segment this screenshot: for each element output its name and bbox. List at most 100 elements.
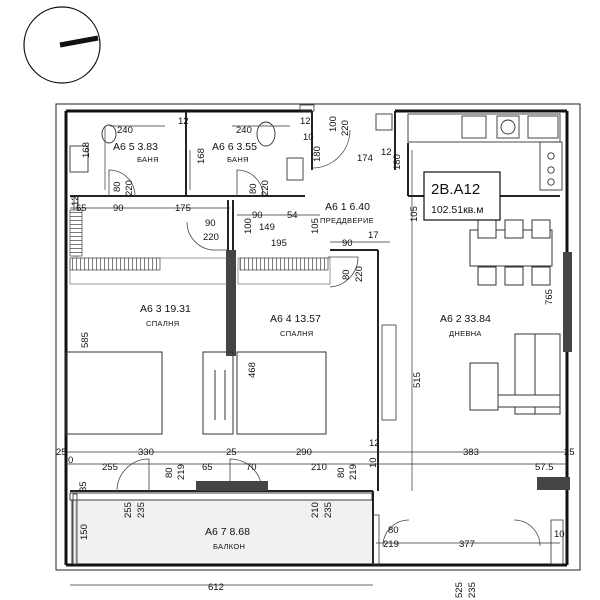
dim-label: 105 [409,206,420,222]
balcony-rail [69,492,373,565]
room-title-balcony: A6 7 8.68 [205,526,250,538]
dim-label: 80 [388,525,399,536]
room-title-hall: A6 1 6.40 [325,201,370,213]
dim-label: 10 [554,529,565,540]
dim-label: 80 [164,467,175,478]
dimension-lines [66,125,567,586]
dim-label: 585 [80,332,91,348]
dim-label: 90 [205,218,216,229]
dim-label: 219 [176,464,187,480]
unit-label-box: 2B.A12 102.51кв.м [423,171,501,221]
dim-label: 168 [81,142,92,158]
dim-label: 220 [203,232,219,243]
dimension-labels: 240 12 240 12 168 168 80 220 80 220 10 1… [56,116,575,598]
dim-label: 219 [383,539,399,550]
dim-label: 219 [348,464,359,480]
room-label-bedroom-2: СПАЛНЯ [280,329,314,338]
dim-label: 25 [56,447,67,458]
room-title-living: A6 2 33.84 [440,313,491,325]
dim-label: 383 [463,447,479,458]
dim-label: 515 [412,372,423,388]
room-label-hall: ПРЕДДВЕРИЕ [320,216,374,225]
dim-label: 12 [369,438,380,449]
door-swings [108,129,541,547]
dim-label: 612 [208,582,224,593]
dim-label: 240 [236,125,252,136]
dim-label: 105 [310,218,321,234]
dim-label: 0 [68,455,73,466]
room-title-bedroom-1: A6 3 19.31 [140,303,191,315]
dim-label: 220 [124,180,135,196]
dim-label: 80 [112,181,123,192]
dim-label: 80 [336,467,347,478]
unit-area: 102.51кв.м [431,204,483,216]
dim-label: 220 [260,180,271,196]
dim-label: 25 [564,447,575,458]
kitchen-counter [407,113,563,191]
dim-label: 290 [296,447,312,458]
dim-label: 10 [368,457,379,468]
dim-label: 65 [202,462,213,473]
room-title-bath-1: A6 5 3.83 [113,141,158,153]
dim-label: 180 [392,154,403,170]
dim-label: 210 [310,502,321,518]
dim-label: 54 [287,210,298,221]
dim-label: 525 [454,582,465,598]
dim-label: 174 [357,153,373,164]
dim-label: 255 [123,502,134,518]
dim-label: 12 [70,195,81,206]
dim-label: 80 [248,183,259,194]
dim-label: 90 [252,210,263,221]
dim-label: 150 [79,524,90,540]
dim-label: 25 [226,447,237,458]
dim-label: 70 [246,462,257,473]
room-label-bath-1: БАНЯ [137,155,159,164]
sheet-frame [55,103,581,571]
beds [65,351,327,435]
dim-label: 240 [117,125,133,136]
bathroom-fixtures [69,113,393,181]
dim-label: 175 [175,203,191,214]
dim-label: 235 [323,502,334,518]
dim-label: 195 [271,238,287,249]
dim-label: 100 [243,218,254,234]
dim-label: 90 [113,203,124,214]
unit-code: 2B.A12 [431,181,480,198]
dim-label: 330 [138,447,154,458]
room-label-bath-2: БАНЯ [227,155,249,164]
room-label-balcony: БАЛКОН [213,542,245,551]
dim-label: 168 [196,148,207,164]
room-label-bedroom-1: СПАЛНЯ [146,319,180,328]
dim-label: 90 [342,238,353,249]
dim-label: 765 [544,289,555,305]
dim-label: 35 [78,481,89,492]
dim-label: 255 [102,462,118,473]
dim-label: 210 [311,462,327,473]
balcony-floor [70,491,373,565]
room-title-bedroom-2: A6 4 13.57 [270,313,321,325]
dim-label: 149 [259,222,275,233]
dim-label: 100 [328,116,339,132]
living-furniture [469,219,561,415]
dim-label: 10 [303,132,314,143]
dim-label: 57.5 [535,462,554,473]
dim-label: 12 [300,116,311,127]
dim-label: 235 [467,582,478,598]
dim-label: 468 [247,362,258,378]
room-labels: A6 5 3.83 БАНЯ A6 6 3.55 БАНЯ A6 1 6.40 … [113,141,491,551]
dim-label: 377 [459,539,475,550]
wardrobes [69,209,331,285]
dim-label: 220 [354,266,365,282]
dim-label: 12 [381,147,392,158]
dim-label: 80 [341,269,352,280]
dim-label: 180 [312,146,323,162]
dim-label: 235 [136,502,147,518]
room-title-bath-2: A6 6 3.55 [212,141,257,153]
dim-label: 17 [368,230,379,241]
room-label-living: ДНЕВНА [449,329,482,338]
dim-label: 65 [76,203,87,214]
dim-label: 220 [340,120,351,136]
north-compass-icon [23,6,101,84]
dim-label: 12 [178,116,189,127]
